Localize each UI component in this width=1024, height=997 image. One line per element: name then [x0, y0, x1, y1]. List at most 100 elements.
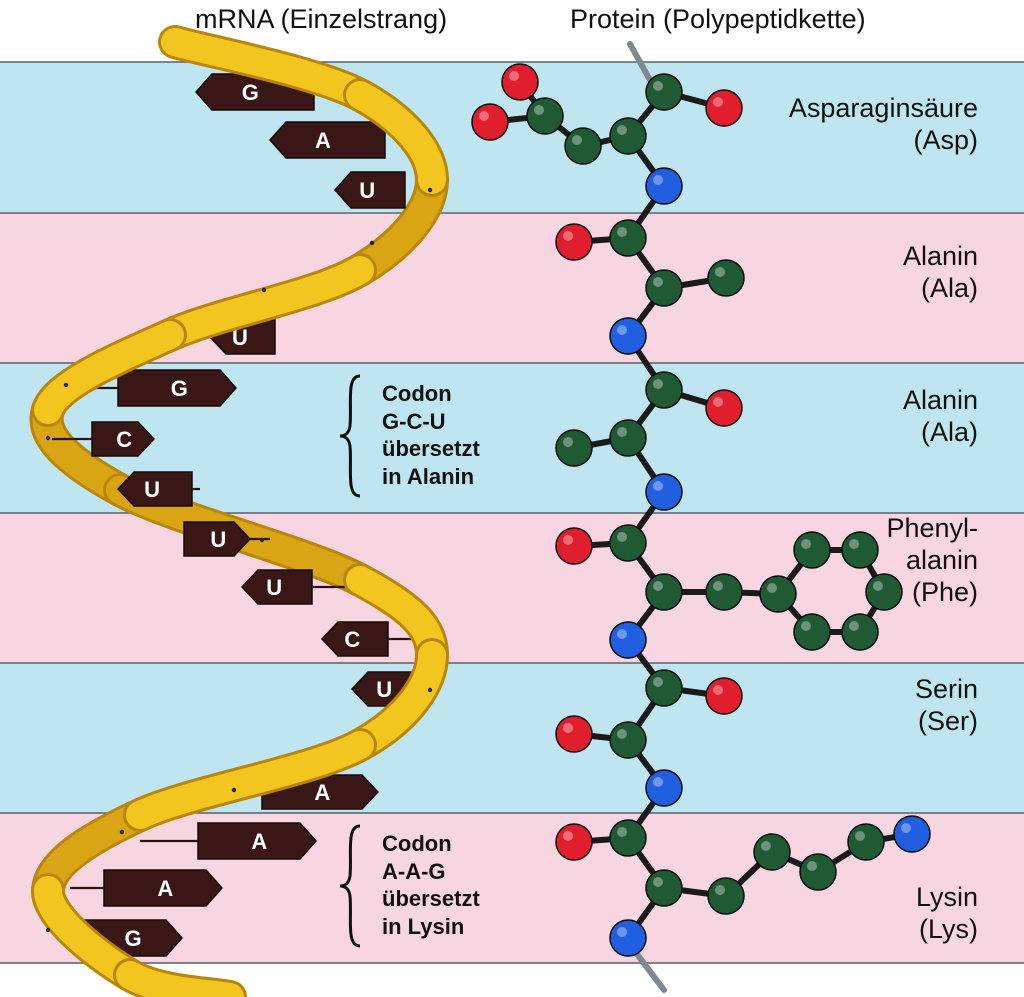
atom-body	[645, 269, 683, 307]
base-flag	[333, 171, 406, 209]
amino-acid-label: Phenyl- alanin (Phe)	[886, 512, 978, 608]
annotation-line: Codon	[382, 831, 452, 856]
atom-highlight	[713, 581, 723, 591]
base-A: A	[268, 121, 386, 159]
codon-annotation: Codon A-A-G übersetzt in Lysin	[382, 830, 480, 940]
atom-highlight	[653, 175, 663, 185]
atom-highlight	[509, 71, 519, 81]
atom-highlight	[563, 723, 573, 733]
atom-body	[645, 869, 683, 907]
atom-body	[609, 317, 647, 355]
amino-acid-label: Alanin (Ala)	[903, 240, 978, 304]
base-flag	[91, 421, 156, 457]
oxygen-atom	[705, 89, 743, 127]
carbon-atom	[645, 573, 683, 611]
ribbon-dot	[119, 829, 125, 835]
atom-body	[609, 117, 647, 155]
base-letter: U	[376, 677, 392, 702]
mrna-heading: mRNA (Einzelstrang)	[195, 4, 448, 34]
codon-brace	[339, 824, 361, 948]
amino-acid-abbr: (Asp)	[913, 125, 978, 155]
atom-body	[609, 419, 647, 457]
oxygen-atom	[471, 103, 509, 141]
base-letter: U	[232, 325, 248, 350]
ribbon-strip	[34, 321, 184, 424]
carbon-atom	[555, 429, 593, 467]
atom-highlight	[713, 97, 723, 107]
base-letter: U	[144, 477, 160, 502]
atom-body	[793, 531, 831, 569]
atom-body	[555, 823, 593, 861]
atom-body	[471, 103, 509, 141]
protein-heading: Protein (Polypeptidkette)	[570, 4, 866, 34]
nitrogen-atom	[609, 919, 647, 957]
atom-highlight	[713, 397, 723, 407]
carbon-atom	[841, 613, 879, 651]
atom-highlight	[653, 777, 663, 787]
carbon-atom	[526, 97, 564, 135]
ribbon-dot	[45, 435, 51, 441]
base-letter: A	[251, 829, 267, 854]
atom-highlight	[849, 621, 859, 631]
backbone-end	[631, 947, 667, 993]
amino-acid-name: Phenyl-	[886, 513, 978, 543]
base-letter: U	[210, 527, 226, 552]
base-letter: A	[314, 780, 330, 805]
amino-acid-label: Alanin (Ala)	[903, 384, 978, 448]
atom-body	[645, 473, 683, 511]
carbon-atom	[645, 371, 683, 409]
carbon-atom	[865, 573, 903, 611]
atom-highlight	[715, 885, 725, 895]
amino-acid-abbr: (Ala)	[920, 417, 978, 447]
atom-highlight	[653, 481, 663, 491]
carbon-atom	[707, 877, 745, 915]
atom-highlight	[617, 927, 627, 937]
atom-body	[609, 919, 647, 957]
amino-acid-label: Asparaginsäure (Asp)	[789, 92, 978, 156]
atom-highlight	[901, 823, 911, 833]
amino-acid-label: Serin (Ser)	[915, 673, 978, 737]
carbon-atom	[609, 721, 647, 759]
amino-acid-abbr: (Ser)	[918, 706, 978, 736]
atom-highlight	[653, 379, 663, 389]
base-G: G	[52, 369, 238, 407]
carbon-atom	[645, 269, 683, 307]
oxygen-atom	[705, 389, 743, 427]
carbon-atom	[609, 524, 647, 562]
amino-acid-name: Asparaginsäure	[788, 93, 978, 123]
ribbon-dot	[369, 240, 375, 246]
base-letter: G	[124, 926, 141, 951]
atom-body	[705, 389, 743, 427]
atom-highlight	[617, 427, 627, 437]
base-flag	[117, 369, 238, 407]
atom-body	[799, 853, 837, 891]
atom-highlight	[617, 827, 627, 837]
atom-highlight	[653, 277, 663, 287]
annotation-line: G-C-U	[382, 408, 446, 434]
ribbon-strip	[126, 731, 374, 829]
amino-acid-name: Alanin	[902, 385, 978, 415]
ribbon-strip	[161, 28, 374, 109]
amino-acid-name: Serin	[914, 674, 978, 704]
atom-highlight	[801, 621, 811, 631]
atom-highlight	[534, 105, 544, 115]
ribbon-dot	[427, 187, 433, 193]
ribbon-dot	[231, 787, 237, 793]
codon-brace	[339, 374, 361, 498]
base-flag	[268, 121, 386, 159]
base-C: C	[320, 621, 432, 657]
atom-highlight	[653, 877, 663, 887]
base-flag	[240, 569, 313, 605]
oxygen-atom	[555, 715, 593, 753]
atom-body	[865, 573, 903, 611]
atom-body	[707, 259, 745, 297]
atom-body	[645, 371, 683, 409]
atom-highlight	[572, 135, 582, 145]
atom-highlight	[807, 861, 817, 871]
atom-body	[609, 721, 647, 759]
carbon-atom	[793, 613, 831, 651]
atom-body	[555, 715, 593, 753]
